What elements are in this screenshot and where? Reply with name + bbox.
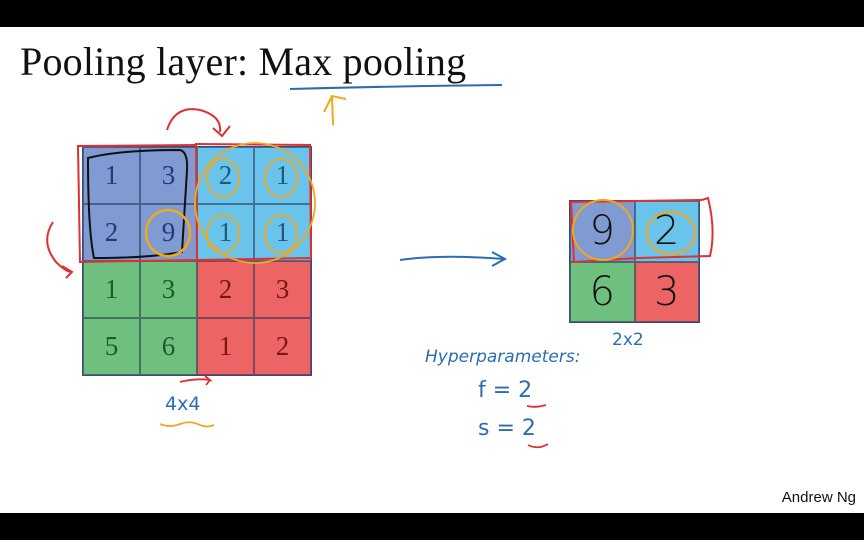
input-cell-r1c0: 2	[83, 204, 140, 261]
output-cell-r0c1: 2	[634, 201, 699, 262]
hyperparameter-f: f = 2	[478, 378, 533, 403]
output-cell-r1c1: 3	[634, 261, 699, 322]
title-underline	[289, 84, 503, 90]
hyperparameter-s: s = 2	[478, 416, 536, 441]
stride-down-arrow-icon	[46, 221, 74, 279]
top-letterbox-bar	[0, 0, 864, 27]
orange-up-arrow-icon	[323, 94, 347, 126]
input-cell-r3c2: 1	[197, 318, 254, 375]
input-cell-r0c1: 3	[140, 147, 197, 204]
input-size-label: 4x4	[165, 393, 201, 415]
s-value-underline	[527, 443, 549, 449]
f-value-underline	[526, 404, 547, 408]
input-cell-r2c3: 3	[254, 261, 311, 318]
hyperparameters-heading: Hyperparameters:	[425, 347, 581, 367]
slide-title: Pooling layer: Max pooling	[20, 39, 467, 84]
output-size-label: 2x2	[612, 330, 644, 350]
input-cell-r2c2: 2	[197, 261, 254, 318]
input-cell-r2c0: 1	[83, 261, 140, 318]
input-cell-r1c3: 1	[254, 204, 311, 261]
output-matrix-2x2: 9 2 6 3	[569, 200, 700, 323]
input-cell-r3c1: 6	[140, 318, 197, 375]
input-cell-r0c3: 1	[254, 147, 311, 204]
right-arrow-icon	[399, 251, 508, 267]
input-label-underline	[159, 421, 215, 428]
input-cell-r0c0: 1	[83, 147, 140, 204]
input-matrix-4x4: 1 3 2 1 2 9 1 1 1 3 2 3 5 6 1 2	[82, 146, 312, 376]
input-cell-r0c2: 2	[197, 147, 254, 204]
output-cell-r1c0: 6	[570, 261, 635, 322]
stride-small-arrow-icon	[179, 375, 214, 386]
input-cell-r3c0: 5	[83, 318, 140, 375]
input-cell-r1c2: 1	[197, 204, 254, 261]
author-credit: Andrew Ng	[781, 489, 856, 506]
input-cell-r3c3: 2	[254, 318, 311, 375]
output-cell-r0c0: 9	[570, 201, 635, 262]
bottom-letterbox-bar	[0, 513, 864, 540]
stride-right-arrow-icon	[166, 108, 231, 138]
input-cell-r2c1: 3	[140, 261, 197, 318]
input-cell-r1c1: 9	[140, 204, 197, 261]
